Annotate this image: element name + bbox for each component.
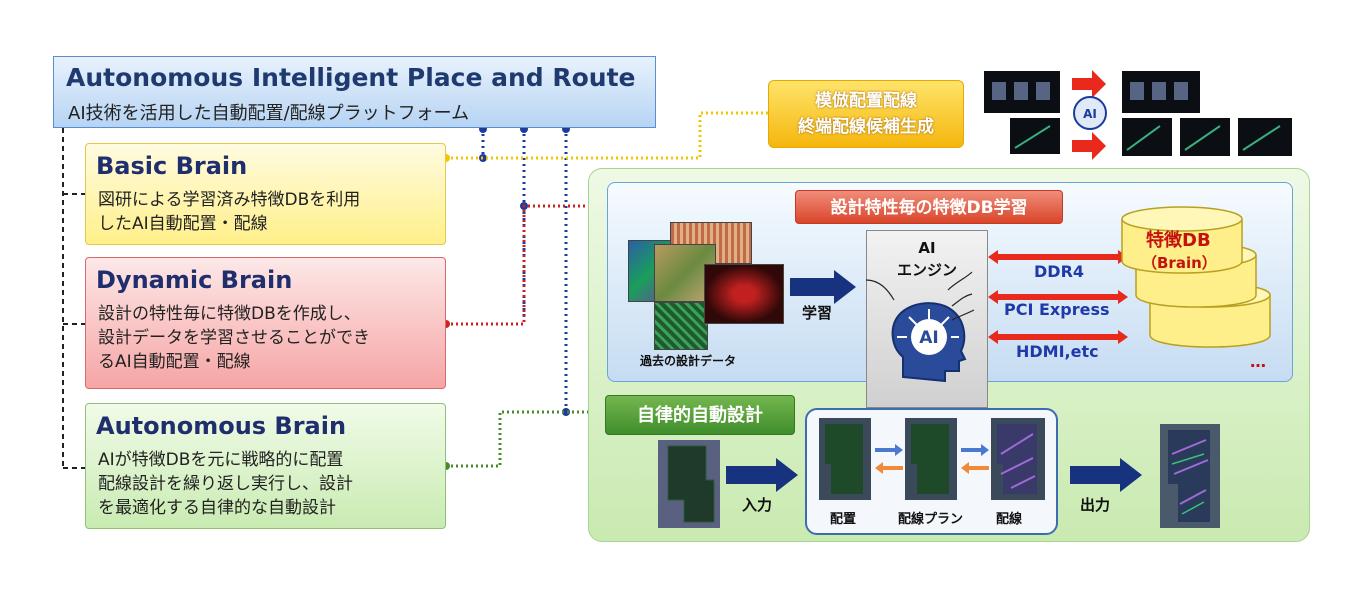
step-routing: 配線 — [996, 512, 1023, 527]
autonomous-design-label: 自律的自動設計 — [605, 395, 795, 435]
arrow-right-icon — [1072, 70, 1106, 98]
arrow-right-icon — [726, 458, 798, 492]
basic-brain-box: Basic Brain 図研による学習済み特徴DBを利用 したAI自動配置・配線 — [85, 143, 446, 245]
basic-brain-description: 図研による学習済み特徴DBを利用 したAI自動配置・配線 — [98, 190, 361, 234]
brain-ai-icon: AI — [891, 302, 967, 383]
past-design-data-label: 過去の設計データ — [640, 354, 737, 368]
step-routing-plan: 配線プラン — [898, 512, 964, 527]
dynamic-brain-box: Dynamic Brain 設計の特性毎に特徴DBを作成し、 設計データを学習さ… — [85, 257, 446, 389]
past-design-data-images — [624, 222, 784, 352]
mimic-place-route-label: 模倣配置配線 終端配線候補生成 — [768, 80, 964, 148]
arrow-right-icon — [1070, 458, 1142, 492]
dynamic-brain-title: Dynamic Brain — [96, 266, 293, 294]
input-label: 入力 — [742, 496, 773, 514]
db-link-arrows — [988, 250, 1128, 344]
svg-text:AI: AI — [919, 328, 938, 348]
page-title: Autonomous Intelligent Place and Route — [66, 63, 636, 92]
step-placement: 配置 — [830, 512, 857, 527]
autonomous-brain-title: Autonomous Brain — [96, 412, 347, 440]
autonomous-brain-description: AIが特徴DBを元に戦略的に配置 配線設計を繰り返し実行し、設計 を最適化する自… — [98, 450, 353, 518]
output-board-image — [1160, 424, 1220, 528]
db-item-ddr4: DDR4 — [1034, 262, 1085, 281]
learn-label: 学習 — [802, 304, 833, 322]
db-learning-label: 設計特性毎の特徴DB学習 — [795, 190, 1063, 224]
db-item-pci-express: PCI Express — [1004, 300, 1110, 319]
ai-engine-box: AI エンジン AI — [866, 230, 988, 408]
dynamic-brain-description: 設計の特性毎に特徴DBを作成し、 設計データを学習させることができ るAI自動配… — [98, 304, 370, 372]
arrow-right-icon — [790, 270, 856, 304]
process-step-images — [819, 418, 1045, 500]
output-label: 出力 — [1080, 496, 1111, 514]
flow-arrows — [865, 271, 975, 321]
db-title: 特徴DB — [1146, 230, 1211, 251]
autonomous-brain-box: Autonomous Brain AIが特徴DBを元に戦略的に配置 配線設計を繰… — [85, 403, 446, 529]
input-board-image — [658, 440, 720, 528]
basic-brain-title: Basic Brain — [96, 152, 248, 180]
brain-ai-icon: AI — [1083, 107, 1097, 121]
arrow-right-icon — [1072, 132, 1106, 160]
page-subtitle: AI技術を活用した自動配置/配線プラットフォーム — [68, 103, 470, 124]
db-subtitle: （Brain） — [1142, 254, 1217, 272]
db-item-hdmi: HDMI,etc — [1016, 342, 1099, 361]
mimic-example-images: AI — [984, 70, 1292, 160]
db-ellipsis: … — [1250, 352, 1266, 371]
database-cylinder-icon — [1121, 206, 1271, 348]
title-box: Autonomous Intelligent Place and Route A… — [53, 56, 656, 128]
